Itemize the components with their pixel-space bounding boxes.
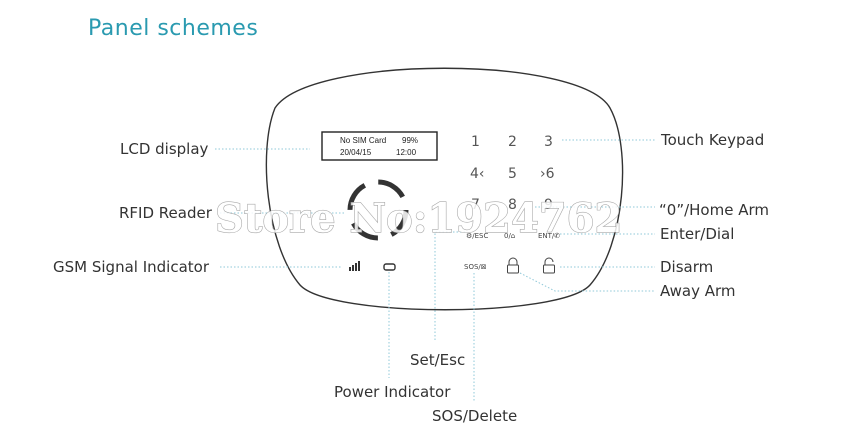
lcd-line1-right: 99% <box>402 136 418 145</box>
label-gsm-signal: GSM Signal Indicator <box>53 258 210 276</box>
lcd-line2-right: 12:00 <box>396 148 417 157</box>
label-away-arm: Away Arm <box>660 282 736 300</box>
label-sos-delete: SOS/Delete <box>432 407 517 425</box>
lcd-line2-left: 20/04/15 <box>340 148 372 157</box>
key-set-esc[interactable]: ⚙/ESC <box>466 232 489 240</box>
key-zero-home[interactable]: 0/⌂ <box>504 232 515 240</box>
label-set-esc: Set/Esc <box>410 351 465 369</box>
rfid-reader-ring <box>347 179 409 241</box>
away-arm-lock-icon[interactable] <box>507 257 519 274</box>
watermark-text: Store No:1924762 <box>215 195 622 242</box>
label-lcd-display: LCD display <box>120 140 209 158</box>
label-disarm: Disarm <box>660 258 713 276</box>
key-9[interactable]: 9 <box>544 197 553 213</box>
key-6[interactable]: ›6 <box>540 166 555 182</box>
key-7[interactable]: 7 <box>471 197 480 213</box>
lcd-screen <box>321 131 438 161</box>
label-power-indicator: Power Indicator <box>334 383 451 401</box>
leader-away-arm <box>519 272 655 292</box>
key-sos-delete[interactable]: SOS/⊠ <box>464 263 487 271</box>
panel-outline <box>265 67 624 311</box>
label-home-arm: “0”/Home Arm <box>659 201 769 219</box>
key-1[interactable]: 1 <box>471 134 480 150</box>
key-8[interactable]: 8 <box>508 197 517 213</box>
key-4[interactable]: 4‹ <box>470 166 485 182</box>
power-indicator-led <box>383 263 396 271</box>
lcd-line1-left: No SIM Card <box>340 136 386 145</box>
label-enter-dial: Enter/Dial <box>660 225 734 243</box>
label-rfid-reader: RFID Reader <box>119 204 213 222</box>
key-3[interactable]: 3 <box>544 134 553 150</box>
gsm-signal-icon <box>349 261 360 271</box>
diagram-title: Panel schemes <box>88 16 259 41</box>
disarm-lock-icon[interactable] <box>543 257 555 274</box>
key-enter-dial[interactable]: ENT/✆ <box>538 232 560 240</box>
key-2[interactable]: 2 <box>508 134 517 150</box>
key-5[interactable]: 5 <box>508 166 517 182</box>
label-touch-keypad: Touch Keypad <box>660 131 764 149</box>
